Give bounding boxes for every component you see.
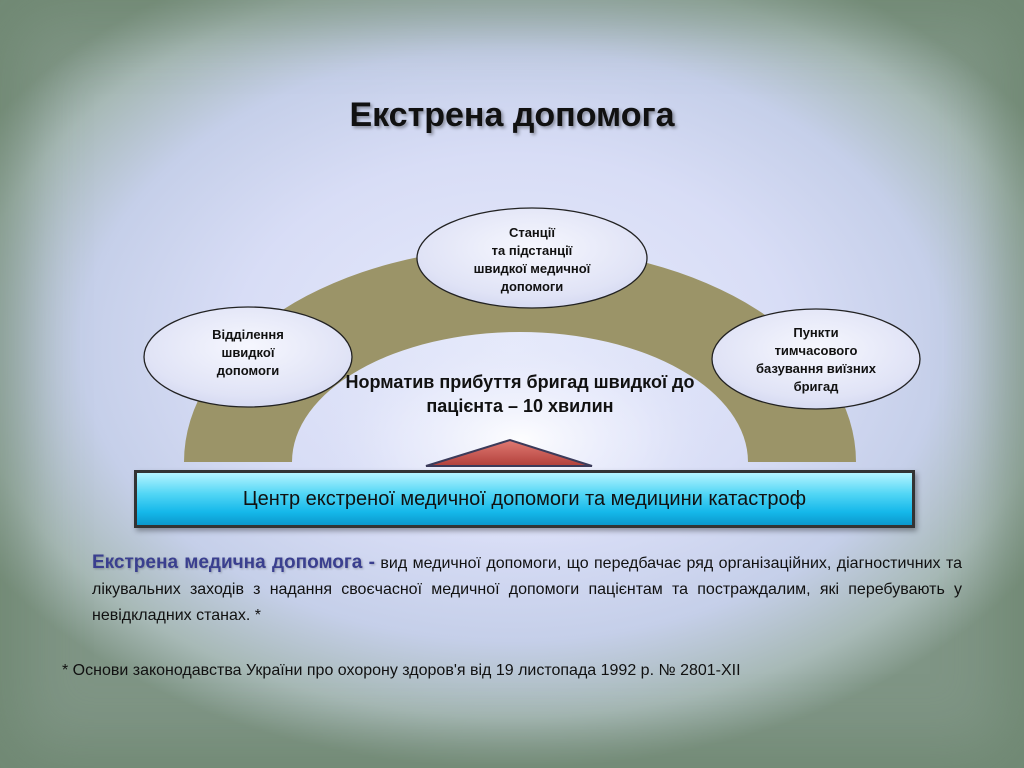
slide-title: Екстрена допомога — [349, 96, 675, 134]
oval-stations — [416, 207, 648, 309]
oval-stations-label: Станції та підстанції швидкої медичної д… — [473, 225, 591, 294]
oval-departments-label: Відділення швидкої допомоги — [212, 327, 284, 378]
arch — [184, 247, 856, 462]
oval-points-label: Пункти тимчасового базування виїзних бри… — [756, 325, 876, 394]
center-box-label: Центр екстреної медичної допомоги та мед… — [242, 487, 807, 510]
oval-departments — [143, 306, 353, 408]
oval-points — [711, 308, 921, 410]
normative-text: Норматив прибуття бригад швидкої до паці… — [345, 372, 695, 416]
footnote: * Основи законодавства України про охоро… — [62, 662, 741, 679]
definition-term: Екстрена медична допомога - — [92, 552, 375, 573]
definition-paragraph: Екстрена медична допомога - вид медичної… — [92, 550, 962, 629]
arrow-up-icon — [425, 438, 593, 467]
definition-text: вид медичної допомоги, що передбачає ряд… — [92, 555, 962, 624]
center-box: Центр екстреної медичної допомоги та мед… — [134, 470, 915, 528]
